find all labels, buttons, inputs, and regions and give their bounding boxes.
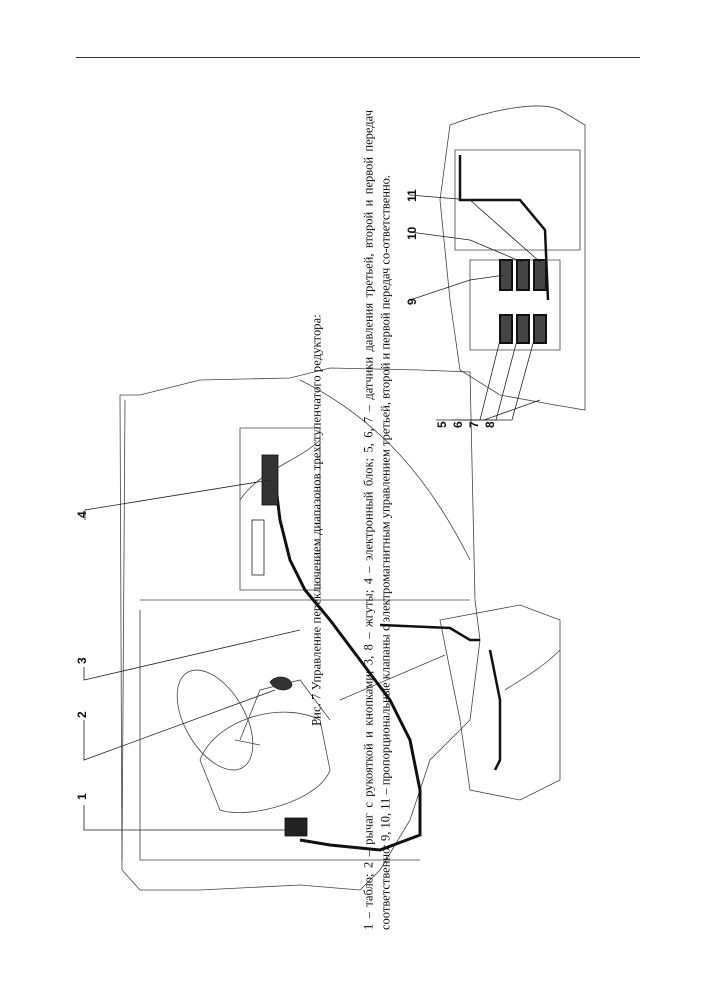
callout-2: 2 <box>75 711 89 718</box>
callout-10: 10 <box>405 226 419 240</box>
callout-9: 9 <box>405 298 419 305</box>
leader-9 <box>409 274 506 301</box>
leader-3 <box>83 629 301 681</box>
steering-wheel-shape <box>176 669 254 771</box>
gearbox-arrow <box>504 649 561 691</box>
display-panel-shape <box>284 817 308 837</box>
lever-shape <box>339 654 446 701</box>
callout-11: 11 <box>405 189 419 202</box>
leader-10 <box>409 231 523 263</box>
wiring-harness-main <box>273 479 422 852</box>
cab-frame <box>139 610 420 861</box>
wiring-harness-lower <box>488 649 502 771</box>
console-buttons <box>251 519 265 576</box>
callout-7: 7 <box>467 421 481 428</box>
console-slope <box>239 439 321 501</box>
floor-curve <box>299 379 471 561</box>
gearbox-outline <box>439 604 561 801</box>
top-rule <box>76 57 640 58</box>
figure-title: Рис. 7 Управление переключением диапазон… <box>309 314 324 726</box>
seat-back <box>199 711 331 813</box>
leader-7 <box>468 339 535 421</box>
callout-8: 8 <box>483 421 497 428</box>
wiring-harness-branch <box>379 623 480 642</box>
leader-1 <box>83 805 290 831</box>
inset-housing <box>454 149 581 251</box>
console-outline <box>239 427 321 591</box>
callout-5: 5 <box>435 421 449 428</box>
leader-2 <box>83 689 276 761</box>
inset-valves <box>499 259 547 344</box>
cab-outline <box>119 367 481 891</box>
leader-4 <box>84 479 271 520</box>
cab-front-pillar <box>121 399 126 861</box>
inset-harness <box>458 155 550 301</box>
figure-legend: 1 – табло; 2 – рычаг с рукояткой и кнопк… <box>361 110 393 930</box>
leader-11 <box>409 194 541 263</box>
callout-3: 3 <box>75 657 89 664</box>
leader-6 <box>452 339 518 421</box>
figure-caption: Рис. 7 Управление переключением диапазон… <box>310 110 395 930</box>
inset-outline <box>439 105 586 411</box>
lever-handle <box>269 676 293 691</box>
callout-4: 4 <box>75 511 89 518</box>
callout-6: 6 <box>451 421 465 428</box>
leader-8 <box>483 399 541 421</box>
callout-1: 1 <box>75 793 89 800</box>
steering-column <box>234 739 261 746</box>
leader-5 <box>436 339 501 421</box>
